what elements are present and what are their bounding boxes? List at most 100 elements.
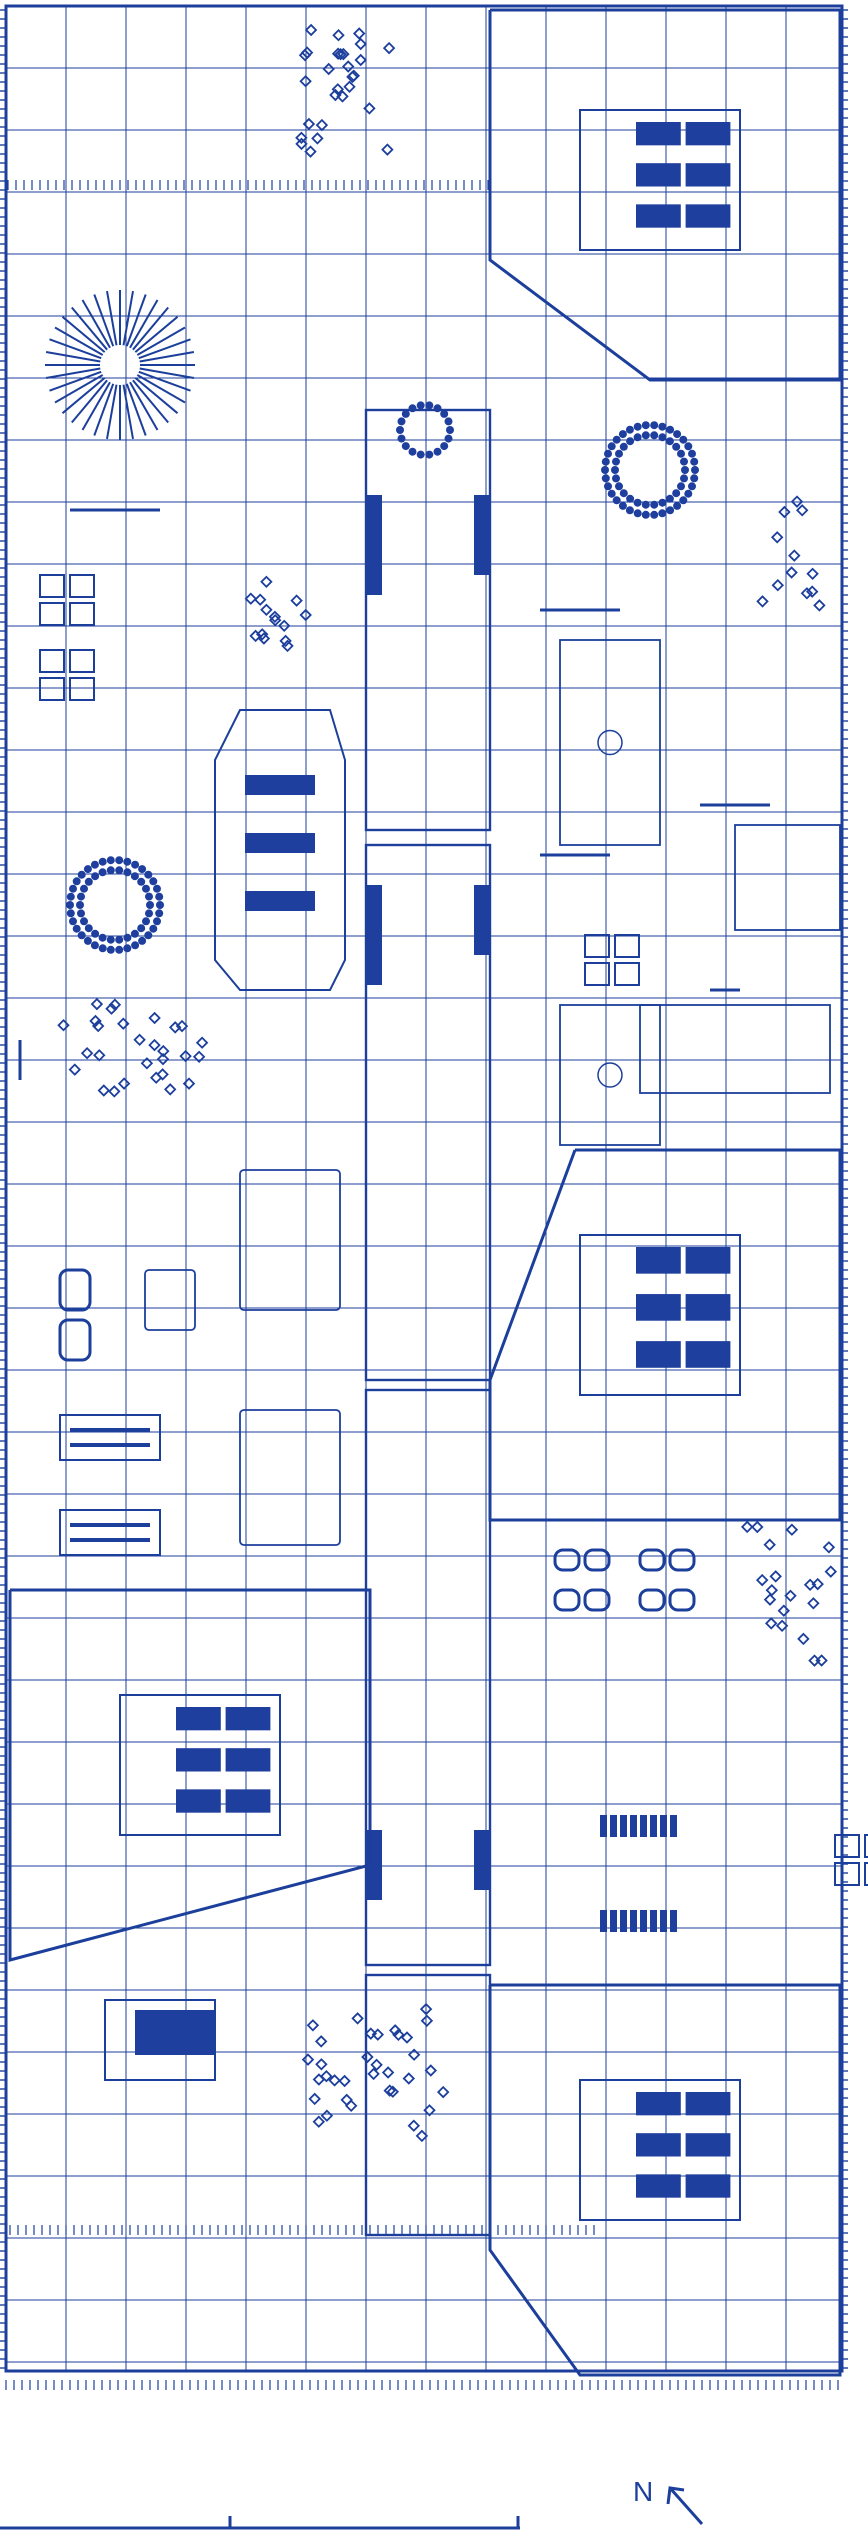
seat	[72, 877, 81, 886]
seat	[665, 437, 674, 446]
stool	[363, 102, 376, 115]
stair-block	[474, 885, 490, 955]
north-arrow-icon	[666, 2486, 704, 2525]
radial-bench	[125, 383, 147, 436]
lab-fill	[636, 2133, 681, 2157]
seat	[91, 872, 100, 881]
stool	[302, 117, 316, 131]
seat	[84, 924, 93, 933]
seat	[106, 856, 115, 865]
lab-fill	[685, 1341, 731, 1368]
seat	[619, 442, 628, 451]
seat	[115, 866, 124, 875]
stool	[340, 2093, 353, 2107]
stool	[315, 2058, 328, 2071]
stool	[805, 585, 819, 598]
radial-bench	[45, 351, 101, 363]
seat	[138, 865, 147, 874]
scale-bar	[0, 2516, 520, 2530]
stool	[771, 578, 785, 592]
seat	[633, 433, 642, 442]
seat	[425, 450, 434, 459]
stool	[312, 2073, 326, 2086]
seat	[83, 865, 92, 874]
stool	[328, 2074, 341, 2087]
stool	[777, 1604, 791, 1617]
seat	[607, 442, 616, 451]
radial-bench	[81, 299, 111, 349]
meeting-table	[58, 1268, 92, 1312]
row-desk	[610, 1910, 617, 1932]
seat	[658, 433, 667, 442]
radial-bench	[45, 367, 101, 379]
lab-fill	[685, 163, 731, 187]
lab-fill	[225, 1707, 271, 1731]
seat	[433, 404, 442, 413]
stool	[822, 1541, 836, 1554]
stool	[808, 1654, 821, 1667]
stool	[386, 2085, 400, 2098]
seat	[641, 500, 650, 509]
court-center-circle	[597, 729, 623, 756]
seat	[650, 421, 659, 430]
stool	[91, 1019, 105, 1033]
stool	[308, 2092, 321, 2106]
stool	[133, 1033, 146, 1047]
stool	[420, 2014, 434, 2028]
row-desk	[630, 1910, 637, 1932]
radial-bench	[106, 290, 118, 346]
stair-block	[474, 1830, 490, 1890]
row-desk	[620, 1815, 627, 1837]
radial-bench	[71, 379, 108, 424]
seat	[612, 457, 620, 466]
seat	[691, 466, 699, 474]
stool	[400, 2031, 414, 2044]
seat	[677, 449, 685, 458]
seat	[612, 496, 621, 505]
stool	[311, 132, 324, 145]
row-desk	[620, 1910, 627, 1932]
stool	[790, 495, 804, 508]
radial-bench	[61, 316, 106, 353]
seat	[98, 857, 107, 866]
seat	[142, 917, 150, 926]
bench-block	[59, 1509, 161, 1556]
basketball-court	[559, 1004, 661, 1146]
stool	[370, 2058, 383, 2072]
table-grid	[834, 1834, 860, 1858]
stool	[755, 1573, 769, 1587]
stool	[260, 603, 273, 617]
seat	[131, 860, 140, 869]
lab-fill	[176, 1707, 221, 1731]
stool	[331, 47, 345, 60]
seat	[665, 494, 674, 503]
seat	[672, 489, 681, 498]
stool	[329, 88, 342, 102]
radial-bench	[49, 370, 102, 392]
seat	[145, 892, 153, 901]
table-grid	[864, 1862, 868, 1886]
stool	[740, 1520, 754, 1534]
desk-block	[245, 775, 315, 795]
seat	[83, 936, 92, 945]
stool	[344, 2099, 358, 2113]
row-desk	[670, 1815, 677, 1837]
seat	[153, 884, 161, 893]
seat	[604, 482, 612, 491]
stool	[140, 1057, 154, 1070]
stool	[436, 2085, 450, 2099]
stool	[304, 145, 317, 158]
structural-grid	[5, 5, 843, 2371]
table-grid	[69, 677, 95, 701]
seat	[149, 924, 158, 933]
seat	[684, 442, 693, 451]
stool	[361, 2050, 374, 2064]
stool	[367, 2067, 380, 2081]
stool	[268, 610, 282, 624]
stool	[89, 1014, 102, 1028]
seat	[91, 929, 100, 938]
stool	[415, 2129, 429, 2143]
stool	[381, 2066, 395, 2079]
seat	[604, 449, 612, 458]
lab-fill	[176, 1789, 221, 1813]
